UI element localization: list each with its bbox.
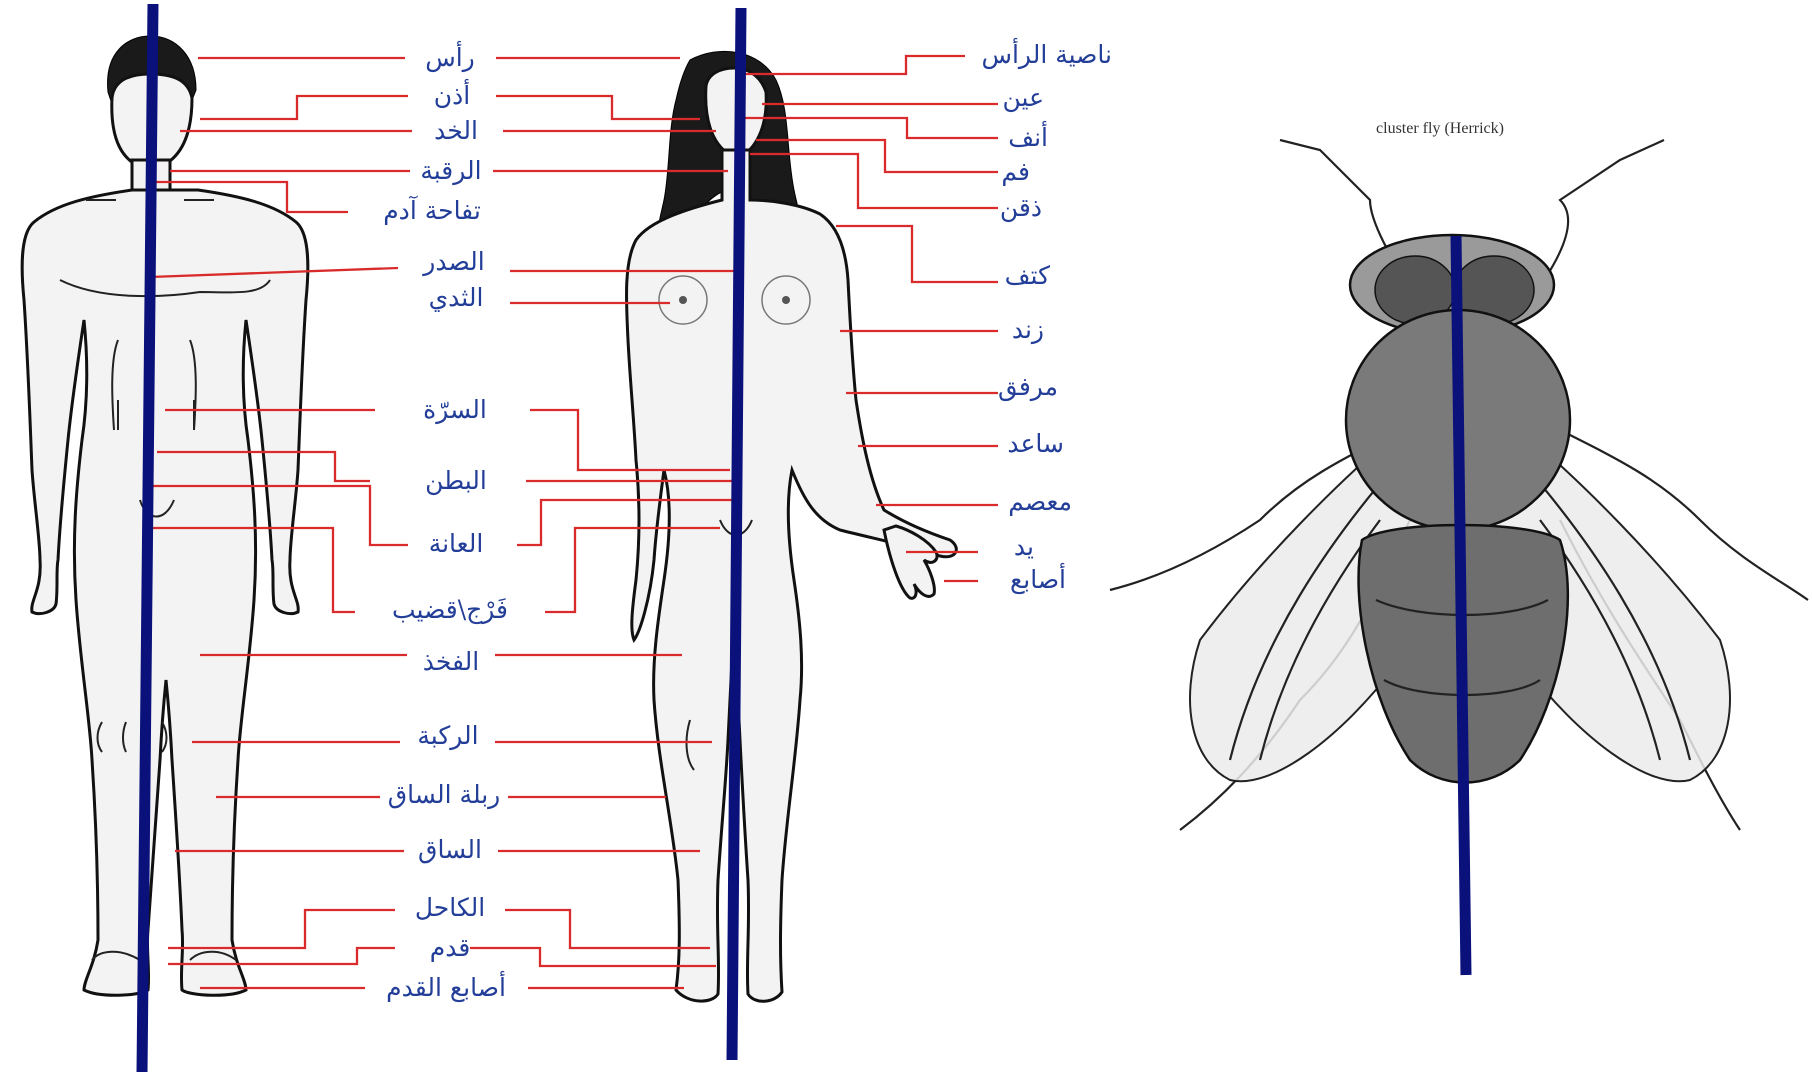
- fly-caption: cluster fly (Herrick): [1376, 120, 1504, 137]
- label-toes: أصابع القدم: [386, 970, 506, 1003]
- label-ankle: الكاحل: [415, 893, 485, 922]
- label-genitals: فَرْج\قضيب: [392, 595, 508, 625]
- label-calf: ربلة الساق: [388, 780, 501, 810]
- label-elbow: مرفق: [998, 372, 1058, 402]
- label-abdomen: البطن: [425, 466, 487, 496]
- label-adams-apple: تفاحة آدم: [383, 195, 481, 225]
- label-pubis: العانة: [429, 529, 484, 558]
- label-neck: الرقبة: [420, 156, 481, 186]
- label-knee: الركبة: [417, 721, 478, 751]
- label-cheek: الخد: [434, 116, 478, 145]
- label-nose: أنف: [1008, 120, 1048, 152]
- label-upper-arm: زند: [1012, 315, 1044, 345]
- label-foot: قدم: [430, 933, 471, 962]
- label-shoulder: كتف: [1005, 261, 1050, 290]
- female-figure: [626, 51, 956, 1001]
- label-head: رأس: [425, 40, 475, 73]
- label-hand: يد: [1014, 532, 1034, 561]
- label-chest: الصدر: [421, 247, 484, 277]
- label-ear: أذن: [434, 78, 470, 110]
- label-navel: السرّة: [423, 395, 487, 425]
- symmetry-axes: [142, 4, 1466, 1072]
- label-shin: الساق: [418, 835, 482, 864]
- label-forelock: ناصية الرأس: [981, 37, 1112, 70]
- label-thigh: الفخذ: [423, 647, 479, 676]
- label-eye: عين: [1003, 83, 1045, 113]
- label-fingers: أصابع: [1010, 562, 1066, 595]
- label-mouth: فم: [1001, 157, 1030, 186]
- label-breast: الثدي: [429, 283, 484, 312]
- label-chin: ذقن: [1000, 193, 1042, 223]
- label-wrist: معصم: [1008, 487, 1072, 516]
- label-forearm: ساعد: [1007, 429, 1064, 458]
